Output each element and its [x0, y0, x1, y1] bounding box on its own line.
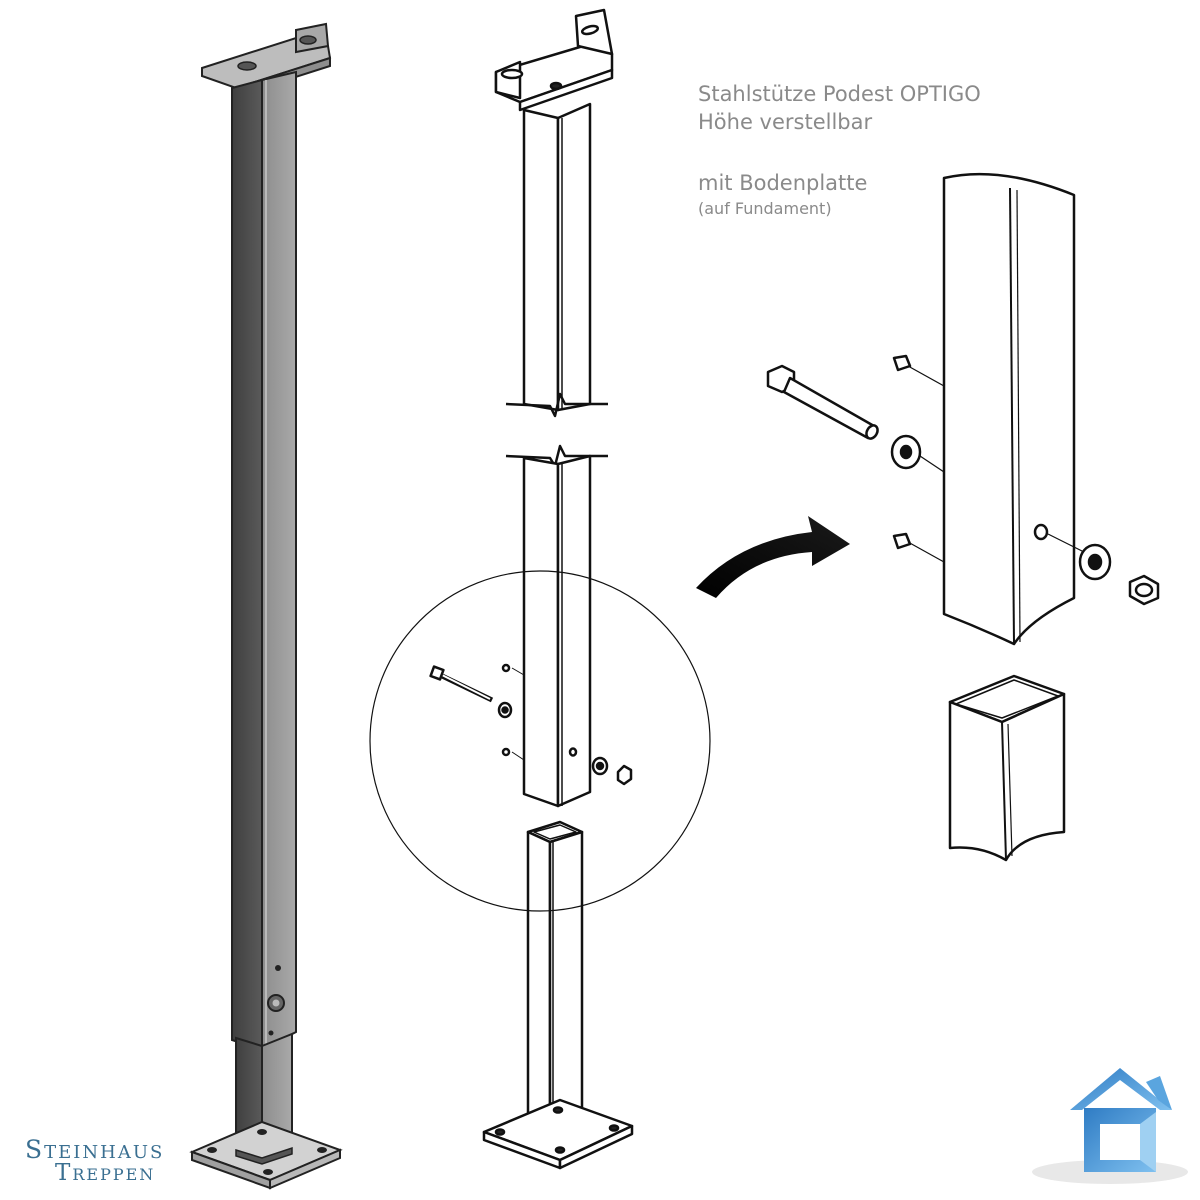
assembled-column: [189, 22, 343, 1190]
detail-view: [766, 172, 1160, 862]
house-logo-icon: [1032, 1068, 1188, 1184]
variant-note: (auf Fundament): [698, 199, 832, 218]
product-title: Stahlstütze Podest OPTIGO: [698, 82, 981, 106]
product-subtitle: Höhe verstellbar: [698, 110, 873, 134]
detail-circle: [369, 570, 711, 912]
brand-name: Steinhaus: [25, 1135, 165, 1164]
brand-tagline: Treppen: [55, 1160, 156, 1186]
curved-arrow-icon: [696, 516, 850, 598]
variant-label: mit Bodenplatte: [698, 171, 868, 195]
exploded-column: [429, 8, 634, 1170]
